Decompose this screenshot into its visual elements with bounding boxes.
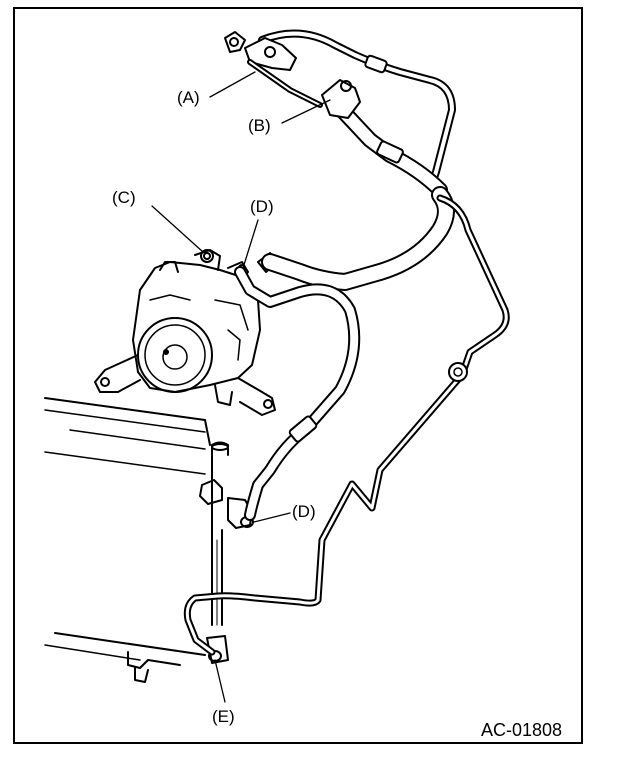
mount-bolt-left	[100, 377, 110, 387]
leader-a	[209, 71, 256, 98]
joint-a-pipe-core	[249, 61, 321, 106]
hose-sleeve	[376, 140, 404, 164]
receiver-cap	[211, 443, 229, 451]
suction-hose-core	[263, 188, 453, 289]
callout-c: (C)	[112, 188, 136, 207]
condenser-outlet-block	[227, 497, 253, 529]
figure-frame	[13, 7, 583, 744]
condenser-bottom-edge	[54, 632, 206, 656]
discharge-sleeve	[288, 415, 318, 443]
compressor-rib	[227, 329, 241, 361]
compressor-port-c	[200, 249, 214, 263]
compressor-mount-right	[237, 377, 276, 416]
compressor-pulley	[137, 317, 213, 393]
joint-a-bolt	[264, 46, 276, 58]
callout-a: (A)	[177, 88, 200, 107]
callout-d-lower: (D)	[292, 502, 316, 521]
condenser-top-edge-inner	[44, 409, 206, 433]
leader-e	[214, 659, 226, 703]
compressor-pulley-inner	[144, 324, 206, 386]
figure-id: AC-01808	[481, 720, 563, 740]
liquid-pipe-core	[185, 196, 508, 654]
refrigerant-lines	[183, 29, 510, 656]
callout-d-upper: (D)	[250, 197, 274, 216]
callout-b: (B)	[248, 116, 271, 135]
compressor-mount-lower	[214, 384, 233, 406]
leader-d-lower	[253, 512, 291, 523]
pipe-clamp	[448, 362, 468, 382]
pipe-sleeve	[364, 54, 388, 74]
hub-bolt	[163, 349, 169, 355]
leader-b	[281, 99, 331, 124]
condenser-top-edge	[44, 397, 206, 421]
condenser-side	[204, 419, 211, 446]
leader-d-upper	[242, 219, 259, 269]
condenser-fitting	[199, 479, 223, 505]
leader-c	[151, 205, 204, 253]
joint-a-port	[224, 31, 246, 53]
leader-lines	[151, 71, 331, 703]
joint-a-cap	[229, 37, 239, 47]
condenser-fin-line	[44, 451, 206, 475]
compressor-rib	[214, 299, 249, 331]
compressor-rib	[149, 294, 191, 301]
liquid-pipe	[183, 194, 510, 656]
condenser	[44, 397, 254, 683]
compressor-port-c-inner	[203, 252, 211, 260]
joint-b-bolt	[340, 80, 352, 92]
pipe-clamp-center	[453, 367, 463, 377]
compressor-mount-left	[94, 354, 141, 393]
joints-top	[224, 31, 361, 119]
condenser-fin-line	[69, 429, 206, 450]
condenser-mount-foot	[134, 667, 149, 683]
compressor-top-boss	[159, 261, 179, 273]
callout-e: (E)	[212, 707, 235, 726]
condenser-bracket	[127, 651, 181, 669]
discharge-hose-core	[236, 268, 359, 519]
compressor-hub	[162, 344, 188, 370]
mount-bolt-right	[263, 399, 273, 409]
condenser-bottom-edge-inner	[44, 644, 141, 661]
compressor	[94, 249, 278, 416]
compressor-body	[132, 261, 261, 393]
